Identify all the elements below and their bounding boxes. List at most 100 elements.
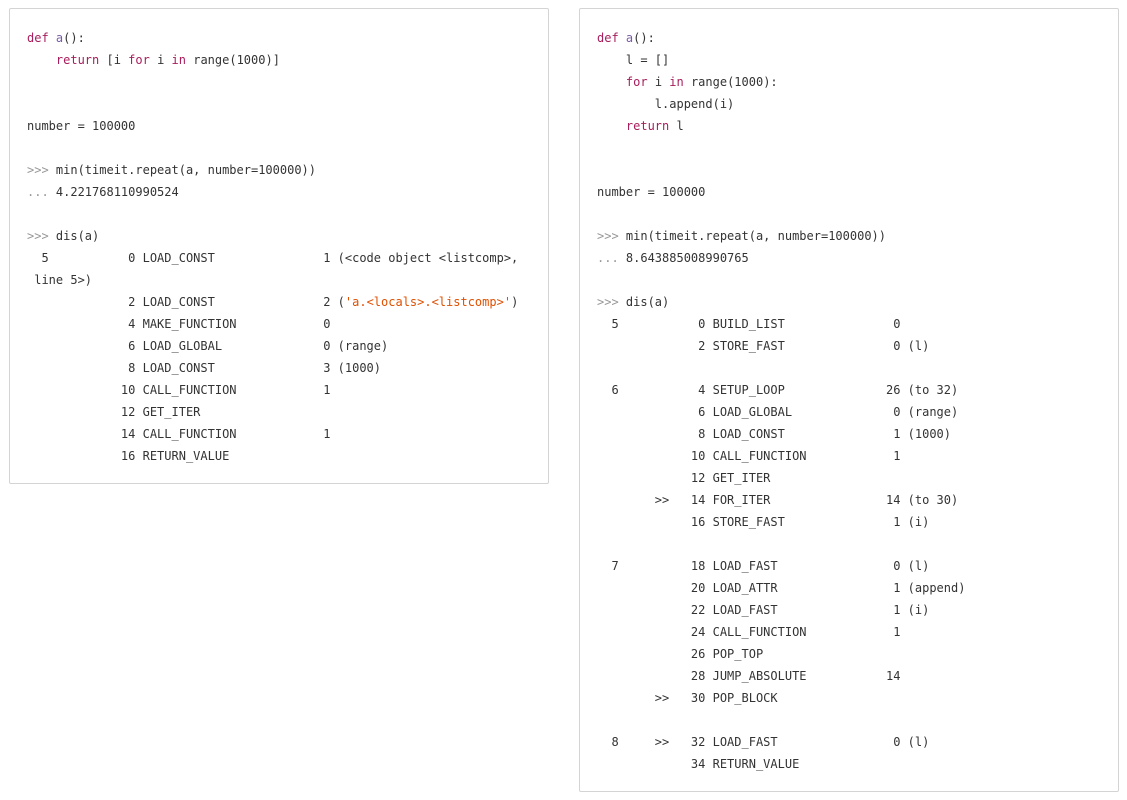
code-line: 5 0 LOAD_CONST 1 (<code object <listcomp…	[27, 247, 518, 269]
code-line: 20 LOAD_ATTR 1 (append)	[597, 577, 966, 599]
code-line: 7 18 LOAD_FAST 0 (l)	[597, 555, 965, 577]
code-token: l.append(i)	[597, 97, 735, 111]
code-line	[27, 93, 518, 115]
code-token: ():	[633, 31, 655, 45]
code-token: i	[647, 75, 670, 89]
code-token: 14 CALL_FUNCTION 1	[27, 427, 331, 441]
code-token: 7 18 LOAD_FAST 0 (l)	[597, 559, 930, 573]
code-line: 16 STORE_FAST 1 (i)	[597, 511, 965, 533]
code-token: 28 JUMP_ABSOLUTE 14	[597, 669, 901, 683]
code-token: )	[511, 295, 519, 309]
keyword-token: for	[625, 75, 648, 89]
string-token: 'a.<locals>.<listcomp>'	[344, 295, 512, 309]
keyword-token: return	[55, 53, 100, 67]
code-token: dis(a)	[618, 295, 670, 309]
code-line: ... 8.643885008990765	[597, 247, 965, 269]
code-line: 34 RETURN_VALUE	[597, 753, 965, 775]
code-line: >>> min(timeit.repeat(a, number=100000))	[597, 225, 965, 247]
code-line: 8 LOAD_CONST 3 (1000)	[27, 357, 518, 379]
prompt-token: >>>	[597, 229, 619, 243]
code-line	[27, 71, 518, 93]
code-token: 8 LOAD_CONST 3 (1000)	[27, 361, 382, 375]
function-name-token: a	[625, 31, 634, 45]
code-token: line 5>)	[27, 273, 93, 287]
code-line: 4 MAKE_FUNCTION 0	[27, 313, 518, 335]
code-token: number = 100000	[597, 185, 706, 199]
code-line: >>> dis(a)	[27, 225, 518, 247]
code-token: l = []	[597, 53, 670, 67]
code-token: ():	[63, 31, 85, 45]
code-token: range(1000):	[683, 75, 778, 89]
code-line: 8 >> 32 LOAD_FAST 0 (l)	[597, 731, 965, 753]
keyword-token: def	[27, 31, 49, 45]
code-line: 16 RETURN_VALUE	[27, 445, 518, 467]
prompt-token: ...	[27, 185, 49, 199]
code-token: 6 4 SETUP_LOOP 26 (to 32)	[597, 383, 959, 397]
code-token: 2 LOAD_CONST 2 (	[27, 295, 345, 309]
code-token: 34 RETURN_VALUE	[597, 757, 800, 771]
code-line: number = 100000	[27, 115, 518, 137]
code-line: return [i for i in range(1000)]	[27, 49, 518, 71]
code-line	[597, 203, 965, 225]
code-line: 6 LOAD_GLOBAL 0 (range)	[27, 335, 518, 357]
code-token: 8 >> 32 LOAD_FAST 0 (l)	[597, 735, 930, 749]
code-token: min(timeit.repeat(a, number=100000))	[618, 229, 886, 243]
code-token: 22 LOAD_FAST 1 (i)	[597, 603, 930, 617]
prompt-token: >>>	[27, 163, 49, 177]
code-line: number = 100000	[597, 181, 965, 203]
code-token: 10 CALL_FUNCTION 1	[27, 383, 331, 397]
code-token: 6 LOAD_GLOBAL 0 (range)	[27, 339, 389, 353]
code-token	[27, 53, 56, 67]
code-token: 8.643885008990765	[618, 251, 749, 265]
code-token: number = 100000	[27, 119, 136, 133]
code-line: for i in range(1000):	[597, 71, 965, 93]
code-panel-list-comprehension: def a(): return [i for i in range(1000)]…	[9, 8, 549, 484]
code-line: 6 LOAD_GLOBAL 0 (range)	[597, 401, 965, 423]
code-line: 22 LOAD_FAST 1 (i)	[597, 599, 965, 621]
code-line	[597, 159, 965, 181]
code-line: 12 GET_ITER	[597, 467, 965, 489]
code-token: 10 CALL_FUNCTION 1	[597, 449, 901, 463]
code-line: 12 GET_ITER	[27, 401, 518, 423]
code-line: 2 STORE_FAST 0 (l)	[597, 335, 965, 357]
code-token: 26 POP_TOP	[597, 647, 764, 661]
code-token: [i	[99, 53, 129, 67]
code-line	[597, 357, 965, 379]
code-token: 24 CALL_FUNCTION 1	[597, 625, 901, 639]
code-line: >> 30 POP_BLOCK	[597, 687, 965, 709]
code-token	[597, 75, 626, 89]
code-token: 16 RETURN_VALUE	[27, 449, 230, 463]
prompt-token: ...	[597, 251, 619, 265]
prompt-token: >>>	[27, 229, 49, 243]
keyword-token: for	[128, 53, 150, 67]
code-token: 6 LOAD_GLOBAL 0 (range)	[597, 405, 959, 419]
keyword-token: in	[171, 53, 186, 67]
code-line: 10 CALL_FUNCTION 1	[597, 445, 965, 467]
code-line: l = []	[597, 49, 965, 71]
code-line: 5 0 BUILD_LIST 0	[597, 313, 965, 335]
code-token: 5 0 LOAD_CONST 1 (<code object <listcomp…	[27, 251, 519, 265]
code-line: >> 14 FOR_ITER 14 (to 30)	[597, 489, 965, 511]
code-token: range(1000)]	[186, 53, 280, 67]
code-line	[597, 137, 965, 159]
code-token: 4 MAKE_FUNCTION 0	[27, 317, 331, 331]
code-line	[597, 533, 965, 555]
code-line	[597, 709, 965, 731]
code-line: 8 LOAD_CONST 1 (1000)	[597, 423, 965, 445]
code-line: >>> dis(a)	[597, 291, 965, 313]
code-panel-for-loop: def a(): l = [] for i in range(1000): l.…	[579, 8, 1119, 792]
code-line	[27, 203, 518, 225]
code-token: l	[669, 119, 684, 133]
code-token	[49, 31, 56, 45]
code-line: 24 CALL_FUNCTION 1	[597, 621, 965, 643]
prompt-token: >>>	[597, 295, 619, 309]
code-token: 4.221768110990524	[48, 185, 179, 199]
code-block: def a(): l = [] for i in range(1000): l.…	[597, 27, 965, 775]
code-token: 20 LOAD_ATTR 1 (append)	[597, 581, 966, 595]
code-token: 16 STORE_FAST 1 (i)	[597, 515, 930, 529]
code-token: dis(a)	[48, 229, 100, 243]
code-line: 2 LOAD_CONST 2 ('a.<locals>.<listcomp>')	[27, 291, 518, 313]
code-line: >>> min(timeit.repeat(a, number=100000))	[27, 159, 518, 181]
code-token: 2 STORE_FAST 0 (l)	[597, 339, 930, 353]
code-token: 8 LOAD_CONST 1 (1000)	[597, 427, 952, 441]
